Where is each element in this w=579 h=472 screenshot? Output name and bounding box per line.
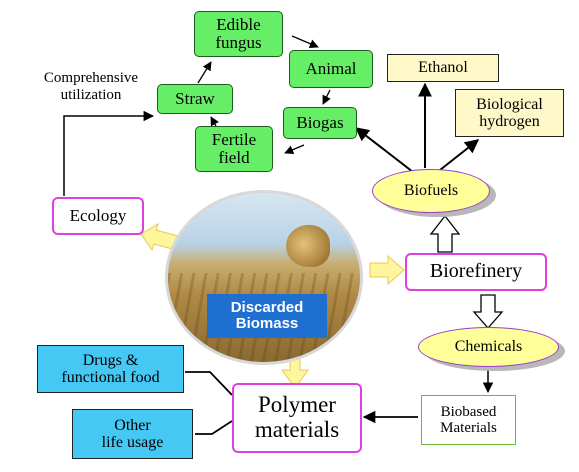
biological-hydrogen-line-1: Biological: [476, 95, 543, 113]
ethanol-label: Ethanol: [418, 59, 468, 77]
wheat-field-photo: [165, 190, 363, 365]
biofuels-label: Biofuels: [403, 182, 459, 199]
other-life-usage-line-1: Other: [114, 416, 151, 434]
straw-to-fungus-arrow: [197, 61, 212, 84]
hay-bale: [286, 225, 330, 267]
biogas-to-field-arrow: [284, 144, 305, 155]
animal-node: Animal: [289, 50, 373, 88]
drugs-line-1: Drugs &: [82, 351, 139, 369]
straw-node: Straw: [157, 84, 233, 114]
discarded-biomass-label: Discarded Biomass: [207, 294, 327, 338]
discarded-biomass-line-2: Biomass: [235, 315, 299, 332]
edible-fungus-node: Edible fungus: [194, 11, 283, 57]
other-life-usage-line-2: life usage: [101, 434, 164, 451]
polymer-to-drugs-line: [185, 371, 233, 396]
other-life-usage-node: Other life usage: [72, 409, 193, 459]
biorefinery-label: Biorefinery: [429, 260, 523, 283]
biomass-to-biorefinery-block-arrow: [369, 254, 405, 286]
polymer-materials-line-1: Polymer: [258, 392, 336, 418]
fungus-to-animal-arrow: [291, 35, 319, 48]
comprehensive-line-2: utilization: [60, 87, 122, 104]
biofuels-to-hydrogen-arrow: [439, 139, 480, 171]
biogas-label: Biogas: [296, 112, 344, 132]
biological-hydrogen-node: Biological hydrogen: [455, 89, 564, 137]
edible-fungus-line-2: fungus: [215, 33, 262, 52]
biomass-to-polymer-block-arrow: [281, 357, 309, 389]
ecology-to-straw-arrow: [63, 110, 155, 196]
ecology-node: Ecology: [52, 197, 144, 235]
biorefinery-node: Biorefinery: [405, 253, 547, 291]
biofuels-to-biogas-arrow: [354, 127, 414, 173]
ecology-label: Ecology: [69, 205, 127, 225]
straw-label: Straw: [175, 88, 215, 108]
drugs-line-2: functional food: [61, 369, 160, 386]
biological-hydrogen-line-2: hydrogen: [479, 113, 540, 130]
animal-to-biogas-arrow: [322, 89, 331, 105]
fertile-field-line-2: field: [218, 148, 250, 167]
fertile-field-node: Fertile field: [195, 126, 273, 172]
biorefinery-to-chemicals-block-arrow: [472, 294, 504, 329]
biogas-node: Biogas: [283, 107, 357, 139]
biorefinery-to-biofuels-block-arrow: [429, 214, 461, 253]
polymer-materials-node: Polymer materials: [232, 383, 362, 453]
biofuels-node: Biofuels: [372, 169, 490, 213]
polymer-materials-line-2: materials: [254, 417, 340, 442]
ethanol-node: Ethanol: [387, 54, 499, 82]
comprehensive-line-1: Comprehensive: [43, 70, 139, 86]
animal-label: Animal: [305, 58, 357, 78]
chemicals-node: Chemicals: [418, 327, 559, 367]
edible-fungus-line-1: Edible: [216, 14, 261, 34]
discarded-biomass-line-1: Discarded: [230, 298, 304, 316]
comprehensive-utilization-label: Comprehensive utilization: [26, 70, 156, 105]
chemicals-label: Chemicals: [454, 338, 523, 355]
biobased-materials-line-2: Materials: [440, 420, 497, 436]
biobased-materials-line-1: Biobased: [440, 403, 497, 420]
polymer-to-other-line: [195, 420, 233, 435]
biobased-materials-node: Biobased Materials: [421, 395, 516, 445]
drugs-functional-food-node: Drugs & functional food: [37, 345, 184, 393]
fertile-field-line-1: Fertile: [211, 129, 257, 149]
